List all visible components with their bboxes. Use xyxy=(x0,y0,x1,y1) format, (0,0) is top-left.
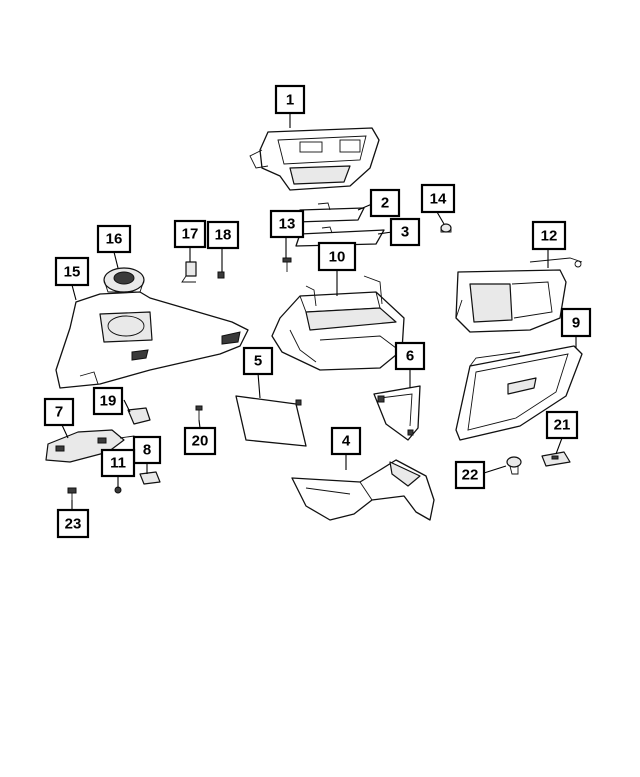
svg-text:12: 12 xyxy=(541,228,558,245)
svg-text:17: 17 xyxy=(182,226,199,243)
svg-text:6: 6 xyxy=(406,348,414,365)
svg-text:9: 9 xyxy=(572,315,580,332)
svg-text:1: 1 xyxy=(286,92,294,109)
svg-text:4: 4 xyxy=(342,433,351,450)
callout-21: 21 xyxy=(545,410,579,440)
part-14-plug xyxy=(440,223,452,233)
part-15-knee-panel xyxy=(55,291,249,389)
svg-text:5: 5 xyxy=(254,353,262,370)
callout-14: 14 xyxy=(420,183,456,214)
part-21-bracket xyxy=(541,451,571,467)
callout-7: 7 xyxy=(43,397,75,427)
part-1-bezel xyxy=(249,127,380,191)
svg-text:19: 19 xyxy=(100,393,117,410)
callout-3: 3 xyxy=(389,217,421,247)
part-18-clip xyxy=(217,271,225,279)
part-6-bracket xyxy=(373,385,421,441)
callout-18: 18 xyxy=(206,220,240,250)
svg-text:20: 20 xyxy=(192,433,209,450)
callout-2: 2 xyxy=(369,188,401,218)
callout-13: 13 xyxy=(269,209,305,239)
svg-text:2: 2 xyxy=(381,195,389,212)
svg-text:11: 11 xyxy=(110,455,126,472)
svg-text:18: 18 xyxy=(215,227,232,244)
part-22-clip xyxy=(506,456,522,475)
callout-4: 4 xyxy=(330,426,362,456)
callout-22: 22 xyxy=(454,460,486,490)
svg-text:21: 21 xyxy=(554,417,571,434)
part-23-pin xyxy=(67,487,77,500)
part-7-lower-bracket xyxy=(45,429,141,463)
callout-12: 12 xyxy=(531,220,567,251)
callout-19: 19 xyxy=(92,386,124,416)
part-2-plate xyxy=(295,202,365,223)
callout-5: 5 xyxy=(242,346,274,376)
part-8-clip xyxy=(139,471,161,485)
svg-text:10: 10 xyxy=(329,249,346,266)
svg-text:3: 3 xyxy=(401,224,409,241)
callout-8: 8 xyxy=(132,435,162,465)
svg-text:8: 8 xyxy=(143,442,151,459)
callout-1: 1 xyxy=(274,84,306,115)
part-16-switch xyxy=(103,267,145,293)
svg-text:7: 7 xyxy=(55,404,63,421)
part-10-console-bin xyxy=(271,275,405,371)
callout-15: 15 xyxy=(54,256,90,287)
svg-text:14: 14 xyxy=(430,191,447,208)
part-19-bracket xyxy=(127,407,151,425)
part-5-panel xyxy=(235,395,307,447)
svg-text:23: 23 xyxy=(65,516,82,533)
callout-17: 17 xyxy=(173,219,207,249)
part-9-glovebox xyxy=(455,345,583,441)
leader-lines xyxy=(61,113,577,510)
part-20-pin xyxy=(195,405,203,420)
callout-10: 10 xyxy=(317,241,357,272)
callout-6: 6 xyxy=(394,341,426,371)
part-4-lower-trim xyxy=(291,459,435,521)
part-17-connector xyxy=(181,261,197,283)
part-13-screw xyxy=(282,257,292,272)
callout-20: 20 xyxy=(183,426,217,456)
svg-text:22: 22 xyxy=(462,467,479,484)
part-12-side-panel xyxy=(455,257,583,333)
svg-text:13: 13 xyxy=(279,216,296,233)
callout-23: 23 xyxy=(56,508,90,539)
callout-16: 16 xyxy=(96,224,132,254)
callout-11: 11 xyxy=(100,448,136,478)
callout-9: 9 xyxy=(560,307,592,338)
svg-text:15: 15 xyxy=(64,264,81,281)
svg-text:16: 16 xyxy=(106,231,123,248)
